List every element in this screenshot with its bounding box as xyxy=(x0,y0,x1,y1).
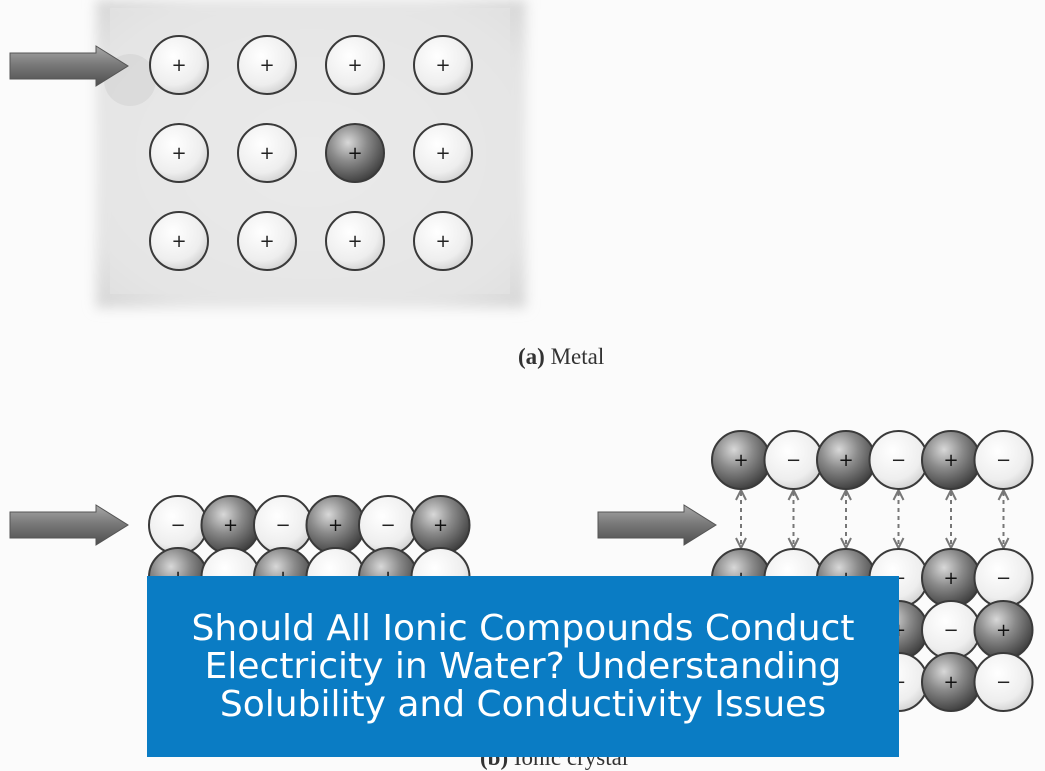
metal-ion-1-1-sphere xyxy=(237,123,297,183)
ionic-right-top-ion-2: + xyxy=(816,430,876,490)
metal-ion-1-0-sphere xyxy=(149,123,209,183)
ionic-right-ion-2-5-sphere xyxy=(973,652,1034,712)
caption-metal-letter: (a) xyxy=(518,344,545,369)
metal-ion-1-3: + xyxy=(413,123,473,183)
metal-ion-0-1-sign: + xyxy=(259,55,274,76)
metal-ion-0-3: + xyxy=(413,35,473,95)
metal-ion-2-1: + xyxy=(237,211,297,271)
metal-ion-1-2: + xyxy=(325,123,385,183)
ionic-left-ion-0-4: − xyxy=(358,495,418,555)
ionic-left-ion-0-3: + xyxy=(305,495,366,555)
ionic-right-ion-2-4-sign: + xyxy=(943,672,958,693)
ionic-right-ion-1-5: + xyxy=(973,600,1034,660)
ionic-left-force-arrow xyxy=(9,504,129,546)
metal-ion-0-1: + xyxy=(237,35,297,95)
ionic-right-ion-1-5-sign: + xyxy=(996,620,1011,641)
metal-ion-1-1: + xyxy=(237,123,297,183)
ionic-left-ion-0-1: + xyxy=(200,495,261,555)
metal-ion-1-2-sign: + xyxy=(347,143,362,164)
metal-ion-0-0: + xyxy=(149,35,209,95)
ionic-left-ion-0-2-sign: − xyxy=(275,515,290,536)
ionic-left-ion-0-5: + xyxy=(410,495,471,555)
metal-ion-0-0-sign: + xyxy=(171,55,186,76)
metal-ion-2-0-sphere xyxy=(149,211,209,271)
ionic-right-top-ion-1-sign: − xyxy=(786,450,801,471)
metal-ion-0-3-sign: + xyxy=(435,55,450,76)
ionic-right-ion-0-4-sign: + xyxy=(943,568,958,589)
ionic-right-ion-2-5-sign: − xyxy=(996,672,1011,693)
ionic-right-ion-0-4: + xyxy=(921,548,981,608)
ionic-left-ion-0-3-sign: + xyxy=(328,515,343,536)
ionic-right-force-arrow xyxy=(597,504,717,546)
ionic-right-top-ion-5-sign: − xyxy=(996,450,1011,471)
metal-ion-2-1-sphere xyxy=(237,211,297,271)
metal-ion-2-3-sphere xyxy=(413,211,473,271)
metal-force-arrow xyxy=(9,45,129,87)
metal-ion-0-2-sign: + xyxy=(347,55,362,76)
caption-metal-text: Metal xyxy=(550,344,605,369)
metal-ion-1-2-sphere xyxy=(325,123,385,183)
metal-ion-1-0: + xyxy=(149,123,209,183)
ionic-right-top-ion-2-sign: + xyxy=(838,450,853,471)
metal-ion-1-3-sign: + xyxy=(435,143,450,164)
metal-ion-0-2: + xyxy=(325,35,385,95)
metal-ion-2-0: + xyxy=(149,211,209,271)
attraction-links xyxy=(735,487,1010,551)
metal-ion-0-0-sphere xyxy=(149,35,209,95)
ionic-right-top-ion-5-sphere xyxy=(973,430,1034,490)
ionic-right-top-ion-4: + xyxy=(921,430,981,490)
ionic-right-top-ion-0-sign: + xyxy=(733,450,748,471)
metal-ion-0-3-sphere xyxy=(413,35,473,95)
ionic-right-top-ion-0: + xyxy=(711,430,771,490)
ionic-right-ion-2-5: − xyxy=(973,652,1034,712)
ionic-right-ion-0-5-sign: − xyxy=(996,568,1011,589)
metal-ion-2-2-sphere xyxy=(325,211,385,271)
metal-ion-2-0-sign: + xyxy=(171,231,186,252)
ionic-right-top-ion-5: − xyxy=(973,430,1034,490)
ionic-left-ion-0-1-sign: + xyxy=(223,515,238,536)
metal-ion-1-1-sign: + xyxy=(259,143,274,164)
ionic-right-ion-2-4: + xyxy=(921,652,981,712)
ionic-right-ion-0-5: − xyxy=(973,548,1034,608)
metal-ion-0-1-sphere xyxy=(237,35,297,95)
ionic-left-ion-0-2: − xyxy=(253,495,313,555)
ionic-right-ion-1-4-sign: − xyxy=(943,620,958,641)
caption-metal: (a) Metal xyxy=(518,344,604,370)
ionic-right-top-ion-1: − xyxy=(763,430,824,490)
ionic-right-top-ion-4-sign: + xyxy=(943,450,958,471)
ionic-left-ion-0-5-sign: + xyxy=(433,515,448,536)
ionic-right-top-ion-3-sign: − xyxy=(891,450,906,471)
metal-ion-0-2-sphere xyxy=(325,35,385,95)
ionic-right-ion-1-4: − xyxy=(921,600,981,660)
metal-ion-2-1-sign: + xyxy=(259,231,274,252)
metal-ion-2-2: + xyxy=(325,211,385,271)
ionic-left-ion-0-0: − xyxy=(148,495,208,555)
metal-ion-1-0-sign: + xyxy=(171,143,186,164)
metal-ion-2-2-sign: + xyxy=(347,231,362,252)
metal-ion-2-3-sign: + xyxy=(435,231,450,252)
ionic-right-top-ion-3: − xyxy=(868,430,929,490)
metal-ion-1-3-sphere xyxy=(413,123,473,183)
ionic-left-ion-0-4-sign: − xyxy=(380,515,395,536)
incoming-arrows xyxy=(9,45,717,546)
article-title: Should All Ionic Compounds Conduct Elect… xyxy=(191,607,855,725)
title-banner: Should All Ionic Compounds Conduct Elect… xyxy=(147,576,899,757)
ionic-left-ion-0-0-sign: − xyxy=(170,515,185,536)
metal-ion-2-3: + xyxy=(413,211,473,271)
